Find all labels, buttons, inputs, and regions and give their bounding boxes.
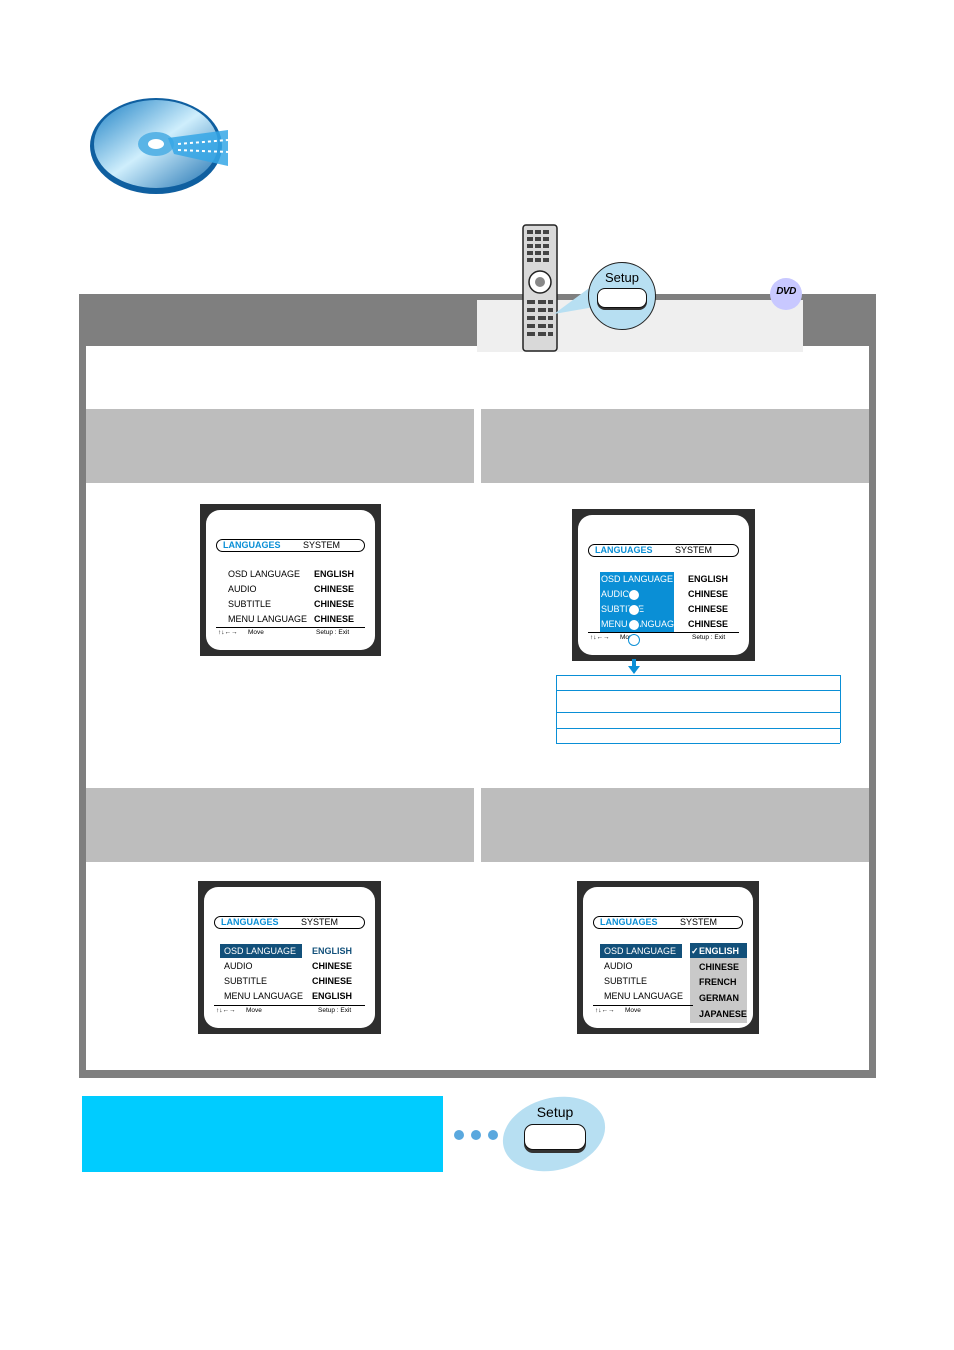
setup-button-bottom[interactable] xyxy=(524,1124,586,1150)
row-label-audio: AUDIO xyxy=(604,961,633,971)
tab-languages: LANGUAGES xyxy=(600,917,658,927)
row-label-audio: AUDIO xyxy=(224,961,253,971)
row-value-subtitle: CHINESE xyxy=(314,599,355,609)
table-line-1 xyxy=(556,675,840,676)
row-label-subtitle: SUBTITLE xyxy=(224,976,268,986)
setup-button-label-bottom: Setup xyxy=(536,1104,574,1120)
row-value-audio: CHINESE xyxy=(314,584,355,594)
row-label-menu-language: MENU LANGUAGE xyxy=(604,991,684,1001)
row-label-audio: AUDIO xyxy=(228,584,257,594)
section-title-bar xyxy=(79,294,477,346)
dots-connector xyxy=(452,1128,502,1140)
connector-circle-3 xyxy=(628,619,640,631)
row-value-menu-language: CHINESE xyxy=(314,614,355,624)
tab-system: SYSTEM xyxy=(303,540,341,550)
selected-row-highlight xyxy=(220,944,302,958)
setup-button[interactable] xyxy=(597,288,647,308)
row-value-menu-language: CHINESE xyxy=(688,619,729,629)
footer-exit: Setup : Exit xyxy=(692,634,726,641)
setup-button-label: Setup xyxy=(605,270,639,285)
row-value-subtitle: CHINESE xyxy=(312,976,353,986)
row-label-audio: AUDIO xyxy=(601,589,630,599)
osd-tab-bar: LANGUAGES SYSTEM xyxy=(588,544,739,557)
table-line-4 xyxy=(556,728,840,729)
row-label-osd-language: OSD LANGUAGE xyxy=(224,946,297,956)
row-label-subtitle: SUBTITLE xyxy=(601,604,645,614)
table-line-2 xyxy=(556,690,840,691)
dropdown-option[interactable]: JAPANESE xyxy=(699,1009,747,1019)
table-line-5 xyxy=(556,743,840,744)
row-value-osd-language: ENGLISH xyxy=(688,574,729,584)
arrows-icon: ↑↓←→ xyxy=(218,629,238,636)
tab-system: SYSTEM xyxy=(675,545,713,555)
osd-tab-bar: LANGUAGES SYSTEM xyxy=(593,916,743,929)
footer-exit: Setup : Exit xyxy=(316,629,350,636)
note-box xyxy=(82,1096,443,1172)
row-value-audio: CHINESE xyxy=(688,589,729,599)
step-3-header xyxy=(86,788,474,862)
row-label-subtitle: SUBTITLE xyxy=(604,976,648,986)
disc-icon xyxy=(88,94,238,199)
table-left-border xyxy=(556,675,557,743)
check-icon: ✓ xyxy=(691,946,699,956)
row-value-subtitle: CHINESE xyxy=(688,604,729,614)
arrows-icon: ↑↓←→ xyxy=(590,634,610,641)
dropdown-option[interactable]: CHINESE xyxy=(699,962,740,972)
tab-system: SYSTEM xyxy=(680,917,718,927)
osd-tab-bar: LANGUAGES SYSTEM xyxy=(214,916,365,929)
footer-move: Move xyxy=(248,629,264,636)
arrow-down-icon xyxy=(627,659,641,675)
step-4-header xyxy=(481,788,869,862)
osd-screen-1: LANGUAGES SYSTEM OSD LANGUAGE ENGLISH AU… xyxy=(200,504,381,656)
row-value-menu-language: ENGLISH xyxy=(312,991,353,1001)
connector-circle-1 xyxy=(628,589,640,601)
dropdown-option[interactable]: ENGLISH xyxy=(699,946,740,956)
tab-system: SYSTEM xyxy=(301,917,339,927)
arrows-icon: ↑↓←→ xyxy=(216,1007,236,1014)
dropdown-option[interactable]: FRENCH xyxy=(699,977,737,987)
row-label-osd-language: OSD LANGUAGE xyxy=(604,946,677,956)
osd-footer: ↑↓←→ Move Setup : Exit xyxy=(214,1005,365,1016)
row-label-osd-language: OSD LANGUAGE xyxy=(601,574,674,584)
row-label-osd-language: OSD LANGUAGE xyxy=(228,569,301,579)
dropdown-option[interactable]: GERMAN xyxy=(699,993,739,1003)
arrows-icon: ↑↓←→ xyxy=(595,1007,615,1014)
selected-row-highlight xyxy=(600,944,682,958)
tab-languages: LANGUAGES xyxy=(223,540,281,550)
step-2-header xyxy=(481,409,869,483)
osd-screen-2: LANGUAGES SYSTEM OSD LANGUAGE ENGLISH AU… xyxy=(572,509,755,661)
dvd-badge-label: DVD xyxy=(776,286,796,297)
osd-footer: ↑↓←→ Move Setup : Exit xyxy=(216,627,365,638)
dvd-badge xyxy=(770,278,802,310)
row-value-audio: CHINESE xyxy=(312,961,353,971)
footer-move: Move xyxy=(625,1007,641,1014)
row-label-subtitle: SUBTITLE xyxy=(228,599,272,609)
dropdown-selected-highlight xyxy=(690,943,747,958)
footer-move: Move xyxy=(620,634,636,641)
tab-languages: LANGUAGES xyxy=(595,545,653,555)
table-line-3 xyxy=(556,712,840,713)
osd-tab-bar: LANGUAGES SYSTEM xyxy=(216,539,365,552)
footer-move: Move xyxy=(246,1007,262,1014)
row-label-menu-language: MENU LANGUAGE xyxy=(224,991,304,1001)
remote-control-icon xyxy=(522,224,558,352)
connector-circle-4 xyxy=(628,634,640,646)
row-value-osd-language: ENGLISH xyxy=(314,569,355,579)
osd-screen-3: LANGUAGES SYSTEM OSD LANGUAGE ENGLISH AU… xyxy=(198,881,381,1034)
connector-circle-2 xyxy=(628,604,640,616)
osd-footer: ↑↓←→ Move Setup : Exit xyxy=(588,632,739,643)
step-1-header xyxy=(86,409,474,483)
osd-screen-4: LANGUAGES SYSTEM OSD LANGUAGE AUDIO SUBT… xyxy=(577,881,759,1034)
row-label-menu-language: MENU LANGUAGE xyxy=(601,619,681,629)
row-label-menu-language: MENU LANGUAGE xyxy=(228,614,308,624)
footer-exit: Setup : Exit xyxy=(318,1007,352,1014)
osd-footer: ↑↓←→ Move xyxy=(593,1005,693,1016)
row-value-osd-language: ENGLISH xyxy=(312,946,353,956)
tab-languages: LANGUAGES xyxy=(221,917,279,927)
table-right-border xyxy=(840,675,841,743)
